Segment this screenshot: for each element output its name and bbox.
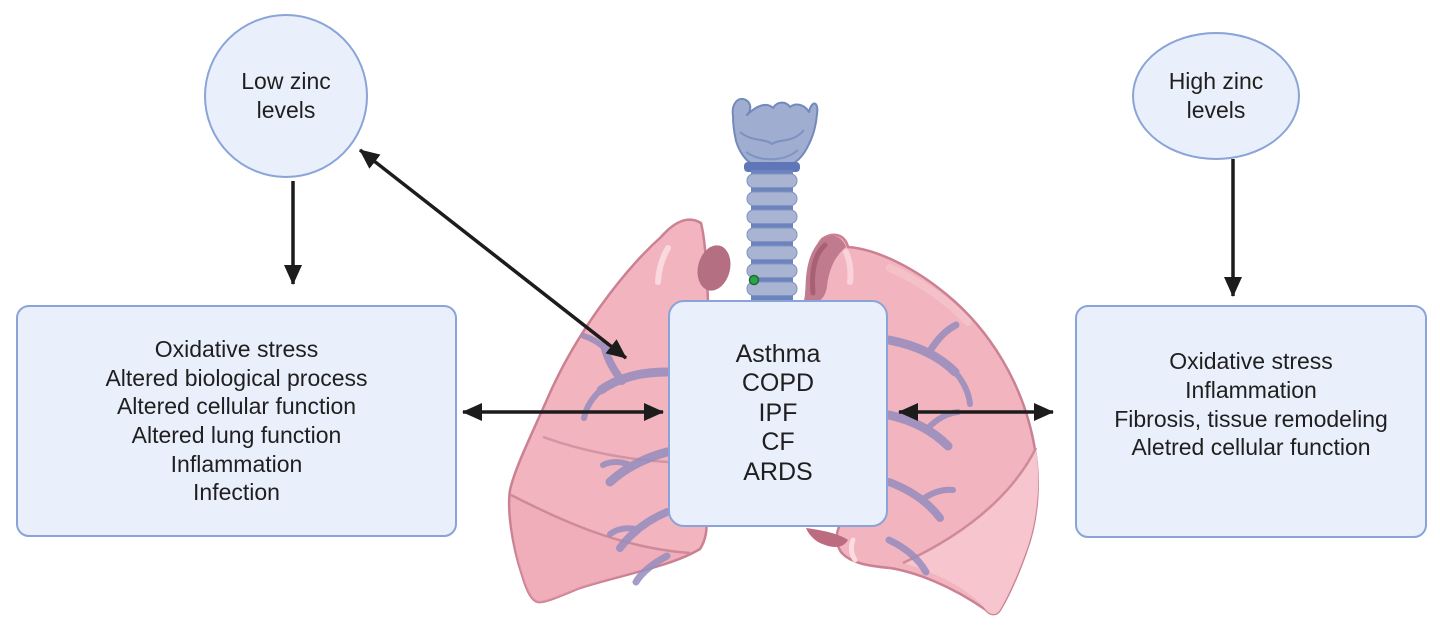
text-line: Low zinc <box>241 68 331 95</box>
text-line: CF <box>761 428 795 457</box>
text-line: Aletred cellular function <box>1131 434 1371 461</box>
text-line: Altered cellular function <box>116 393 357 420</box>
text-line: Infection <box>193 479 280 506</box>
text-line: High zinc <box>1168 68 1264 95</box>
text-line: Oxidative stress <box>1169 348 1333 375</box>
text-line: Fibrosis, tissue remodeling <box>1114 405 1388 432</box>
bronchial-tree-right <box>884 321 973 576</box>
text-line: ARDS <box>743 457 813 486</box>
text-line: Altered lung function <box>131 422 342 448</box>
text-line: Asthma <box>735 339 821 368</box>
text-line: COPD <box>741 369 815 398</box>
green-marker-dot <box>748 274 760 286</box>
text-line: Inflammation <box>1185 376 1317 403</box>
arrow-low-zinc-to-lungs <box>358 148 628 360</box>
text-line: levels <box>1186 97 1246 123</box>
text-line: Oxidative stress <box>154 336 319 363</box>
text-line: IPF <box>758 398 798 427</box>
text-line: Inflammation <box>170 450 303 477</box>
larynx-icon <box>731 97 819 170</box>
trachea <box>731 97 819 304</box>
text-line: Altered biological process <box>105 364 368 391</box>
text-line: levels <box>256 97 316 123</box>
